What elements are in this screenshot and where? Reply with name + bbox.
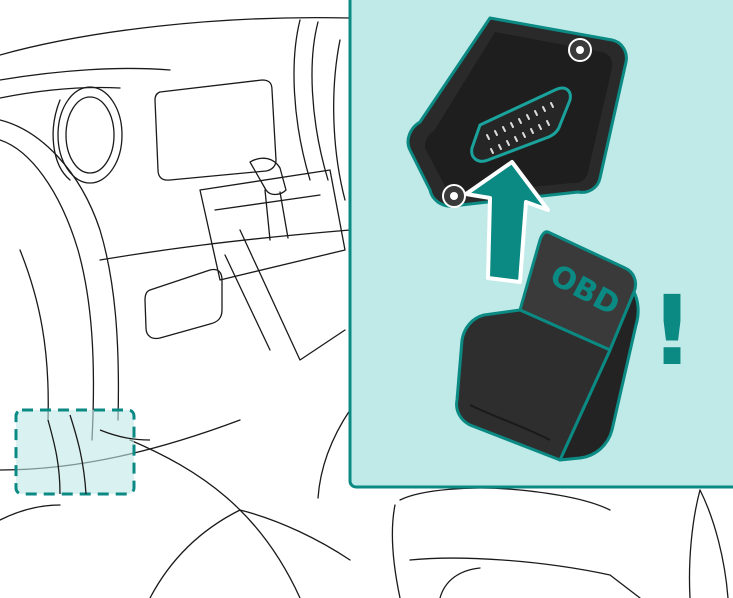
obd-detail-panel: OBD !	[350, 0, 733, 487]
exclamation-icon: !	[650, 275, 694, 387]
lower-panel	[145, 269, 222, 338]
dashboard-top-line	[0, 18, 350, 55]
center-display	[155, 80, 276, 180]
control-stalk	[250, 158, 286, 194]
obd-port-location-highlight	[16, 410, 134, 494]
dashboard-edge-line	[0, 68, 170, 80]
